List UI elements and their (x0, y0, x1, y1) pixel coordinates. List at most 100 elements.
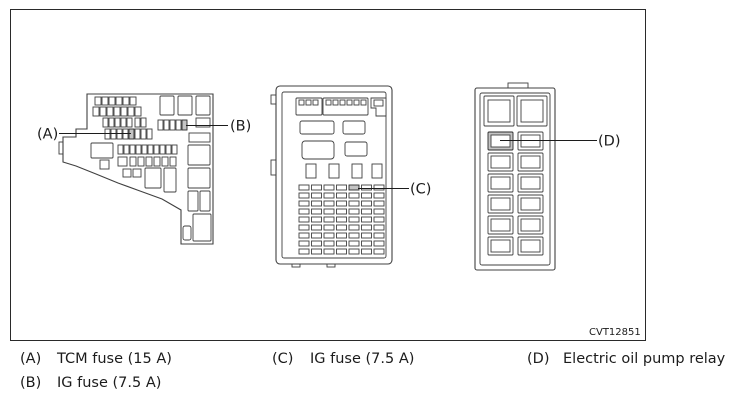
relay-socket-inner (520, 197, 541, 211)
fuse-slot (348, 232, 360, 239)
fuse-slot (323, 184, 335, 191)
relay-socket-inner (490, 155, 511, 169)
fuse-slot (311, 232, 322, 239)
fuse-slot (122, 96, 130, 106)
fuse-slot (94, 96, 102, 106)
fuse-slot (336, 184, 347, 191)
fuse-slot (361, 208, 372, 215)
fuse-slot (348, 248, 360, 255)
fuse-slot (373, 184, 385, 191)
fuse-slot (159, 144, 166, 155)
fuse-slot (99, 106, 107, 117)
relay-socket (159, 95, 175, 116)
fuse-slot (114, 117, 121, 128)
fuse-slot (323, 224, 335, 231)
callout-label-b: (B) (230, 119, 251, 135)
relay-socket (177, 95, 193, 116)
fuse-slot (361, 232, 372, 239)
connector-pin (346, 99, 353, 106)
relay-socket (187, 167, 211, 189)
fuse-slot (348, 208, 360, 215)
fuse-slot (129, 144, 136, 155)
connector-pin (339, 99, 346, 106)
control-module-fuse-slots (298, 99, 385, 255)
fuse-slot (99, 159, 110, 170)
fuse-slot (153, 156, 161, 167)
fuse-slot (102, 117, 109, 128)
fuse-slot (169, 119, 176, 131)
legend-text-b: IG fuse (7.5 A) (57, 375, 162, 391)
fuse-slot (127, 106, 135, 117)
fuse-slot (361, 248, 372, 255)
main-fuse-box (58, 93, 214, 245)
relay-socket (163, 167, 177, 193)
relay-socket-inner (520, 176, 541, 190)
fuse-slot (175, 119, 182, 131)
fuse-slot (106, 106, 114, 117)
fuse-slot (108, 117, 115, 128)
relay-socket (192, 213, 212, 242)
relay-socket-inner (520, 239, 541, 253)
fuse-slot (348, 216, 360, 223)
legend-text-a: TCM fuse (15 A) (57, 351, 172, 367)
relay-socket (195, 95, 211, 116)
fuse-slot (298, 184, 310, 191)
fuse-slot (153, 144, 160, 155)
fuse-slot (298, 240, 310, 247)
fuse-slot (336, 224, 347, 231)
fuse-slot (115, 96, 123, 106)
connector-pin (298, 99, 305, 106)
relay-socket (344, 141, 368, 157)
relay-box-slots (487, 131, 544, 256)
fuse-slot (145, 156, 153, 167)
fuse-slot (311, 200, 322, 207)
connector-pin (332, 99, 339, 106)
relay-socket (199, 190, 211, 212)
fuse-slot (132, 168, 142, 178)
fuse-slot (123, 144, 130, 155)
fuse-slot (120, 106, 128, 117)
relay-socket-inner (490, 197, 511, 211)
fuse-slot (157, 119, 164, 131)
fuse-slot (161, 156, 169, 167)
fuse-slot (298, 224, 310, 231)
fuse-slot (134, 106, 142, 117)
fuse-slot (311, 192, 322, 199)
callout-label-c: (C) (410, 182, 431, 198)
relay-socket (188, 132, 211, 143)
legend-key-a: (A) (20, 351, 42, 367)
fuse-slot (117, 156, 128, 167)
fuse-slot (169, 156, 177, 167)
fuse-slot (137, 156, 145, 167)
fuse-slot (298, 200, 310, 207)
fuse-slot (323, 216, 335, 223)
fuse-slot (373, 208, 385, 215)
fuse-slot (134, 117, 141, 128)
fuse-slot (311, 248, 322, 255)
relay-socket-inner (520, 155, 541, 169)
fuse-slot (361, 192, 372, 199)
fuse-slot (336, 200, 347, 207)
fuse-slot (373, 200, 385, 207)
fuse-slot (126, 117, 133, 128)
relay-socket (187, 144, 211, 166)
fuse-slot (311, 208, 322, 215)
fuse-slot (120, 117, 127, 128)
fuse-slot (373, 232, 385, 239)
fuse-slot (147, 144, 154, 155)
fuse-slot (140, 128, 147, 140)
fuse-slot (323, 240, 335, 247)
fuse-slot (348, 192, 360, 199)
terminal-slot (371, 163, 383, 179)
relay-socket-inner (520, 218, 541, 232)
relay-socket (301, 140, 335, 160)
fuse-slot (92, 106, 100, 117)
connector-pin (325, 99, 332, 106)
large-relay-socket-inner (520, 99, 544, 123)
fuse-slot (323, 192, 335, 199)
fuse-slot (108, 96, 116, 106)
legend-key-b: (B) (20, 375, 42, 391)
fuse-slot (373, 192, 385, 199)
fuse-slot (336, 240, 347, 247)
